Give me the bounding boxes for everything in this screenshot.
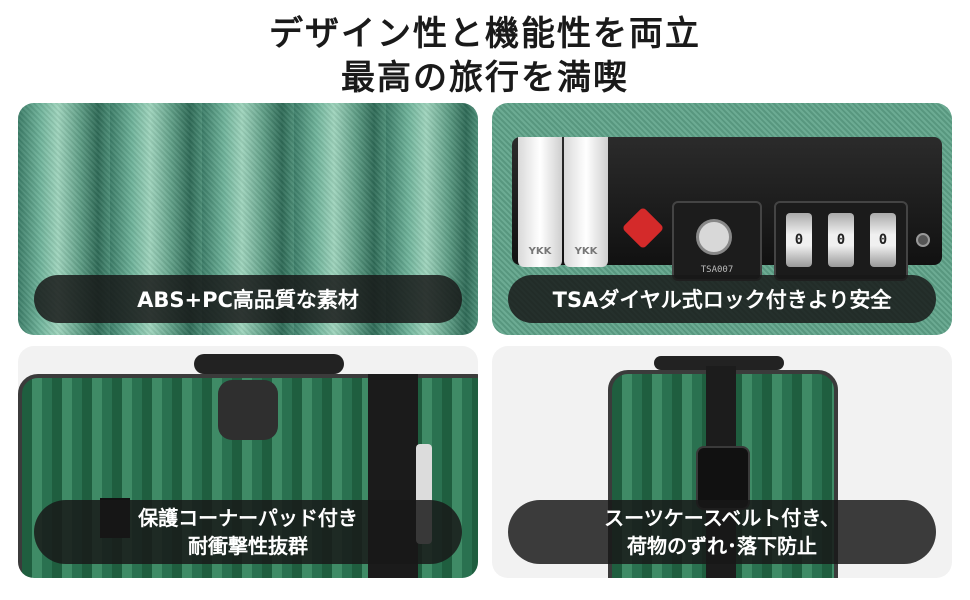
- combination-dials: 0 0 0: [774, 201, 908, 281]
- caption-line-1: スーツケースベルト付き、: [604, 506, 840, 530]
- dial-digit: 0: [794, 232, 804, 248]
- belt-buckle: [696, 446, 750, 510]
- corner-pad: [218, 380, 278, 440]
- caption-luggage-belt: スーツケースベルト付き、 荷物のずれ･落下防止: [508, 500, 936, 564]
- key-lock-label: TSA007: [700, 265, 734, 275]
- caption-tsa-lock: TSAダイヤル式ロック付きより安全: [508, 275, 936, 323]
- caption-material: ABS+PC高品質な素材: [34, 275, 462, 323]
- zipper-brand: YKK: [574, 246, 598, 257]
- panel-luggage-belt: スーツケースベルト付き、 荷物のずれ･落下防止: [492, 346, 952, 578]
- headline-line-1: デザイン性と機能性を両立: [269, 14, 701, 54]
- tsa-diamond-icon: [621, 206, 665, 250]
- lock-plate: YKK YKK TSA007 0 0 0: [512, 137, 942, 281]
- headline-line-2: 最高の旅行を満喫: [341, 58, 629, 98]
- dial-wheel: 0: [870, 213, 896, 267]
- zipper-pull: YKK: [518, 137, 562, 267]
- dial-digit: 0: [878, 232, 888, 248]
- keyhole-icon: [696, 219, 732, 255]
- zipper-brand: YKK: [528, 246, 552, 257]
- caption-line-1: 保護コーナーパッド付き: [138, 506, 358, 530]
- suitcase-handle: [194, 354, 344, 374]
- dial-digit: 0: [836, 232, 846, 248]
- caption-line-2: 耐衝撃性抜群: [188, 534, 308, 558]
- panel-material: ABS+PC高品質な素材: [18, 103, 478, 335]
- dial-wheel: 0: [828, 213, 854, 267]
- headline: デザイン性と機能性を両立 最高の旅行を満喫: [0, 12, 970, 100]
- caption-line-2: 荷物のずれ･落下防止: [627, 534, 817, 558]
- key-lock: TSA007: [672, 201, 762, 281]
- panel-tsa-lock: YKK YKK TSA007 0 0 0 TSAダイヤル式ロック付きより安全: [492, 103, 952, 335]
- caption-corner-pads: 保護コーナーパッド付き 耐衝撃性抜群: [34, 500, 462, 564]
- zipper-pull: YKK: [564, 137, 608, 267]
- dial-wheel: 0: [786, 213, 812, 267]
- reset-button-icon: [916, 233, 930, 247]
- suitcase-handle: [654, 356, 784, 370]
- panel-corner-pads: 保護コーナーパッド付き 耐衝撃性抜群: [18, 346, 478, 578]
